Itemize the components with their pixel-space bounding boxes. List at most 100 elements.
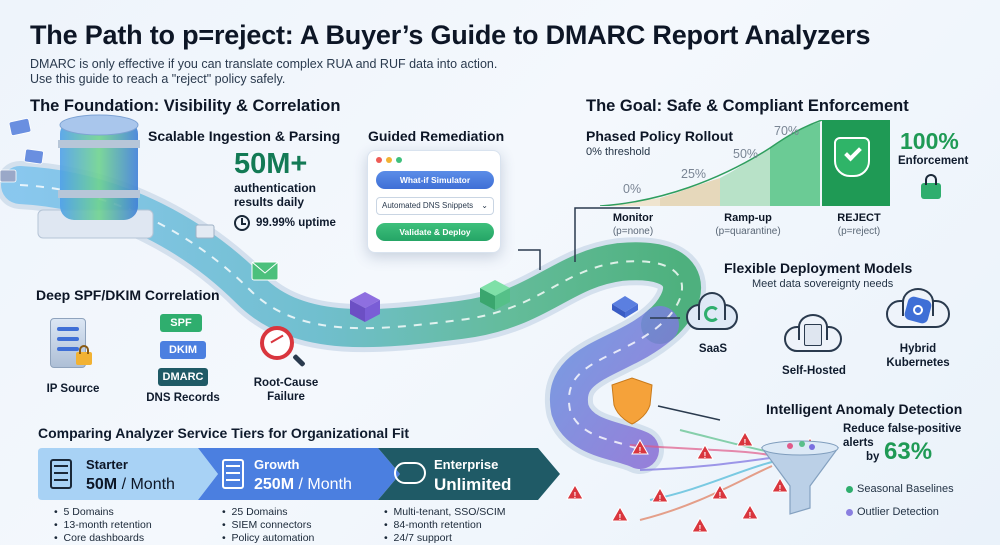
pct-70: 70% [774,124,800,138]
outlier-label: Outlier Detection [857,506,939,518]
foundation-heading: The Foundation: Visibility & Correlation [30,97,341,115]
starter-volume-value: 50M [86,476,118,493]
svg-text:!: ! [749,511,752,520]
growth-name: Growth [254,457,300,472]
growth-feature-3: • Policy automation [222,532,315,544]
page-title: The Path to p=reject: A Buyer’s Guide to… [30,20,871,50]
root-cause-label-1: Root-Cause [253,377,319,389]
threshold-note: 0% threshold [586,146,651,158]
road-illustration: !!! !!! !!! !! [0,114,840,533]
hybrid-cloud-icon [886,288,950,330]
root-cause-label-2: Failure [267,391,305,403]
remediation-card: What-if Simulator Automated DNS Snippets… [367,150,501,253]
dns-snippets-select[interactable]: Automated DNS Snippets ⌄ [376,197,494,215]
growth-volume-unit: / Month [294,476,352,493]
stage-monitor-policy: (p=none) [612,226,654,237]
growth-feature-1: • 25 Domains [222,506,288,518]
magnifier-icon [260,326,306,368]
kubernetes-label: Kubernetes [886,357,950,369]
uptime-label: 99.99% uptime [256,217,336,229]
enterprise-cloud-icon [394,462,426,484]
starter-volume-unit: / Month [117,476,175,493]
seasonal-label: Seasonal Baselines [857,483,954,495]
tiers-heading: Comparing Analyzer Service Tiers for Org… [38,425,410,441]
shield-check-icon [834,137,870,177]
svg-text:!: ! [699,524,702,533]
svg-text:!: ! [574,491,577,500]
svg-text:!: ! [744,438,747,447]
dkim-chip: DKIM [160,341,206,359]
self-hosted-cloud-icon [784,314,842,354]
padlock-icon [76,345,92,365]
hybrid-label: Hybrid [899,343,937,355]
reduce-pct: 63% [884,438,933,465]
seasonal-dot [846,486,853,493]
enforcement-pct: 100% [900,128,959,154]
reduce-by: by [866,451,880,463]
validate-deploy-button[interactable]: Validate & Deploy [376,223,494,241]
window-dots [376,157,402,163]
stage-reject-policy: (p=reject) [837,226,881,237]
goal-heading: The Goal: Safe & Compliant Enforcement [586,97,909,115]
pct-25: 25% [681,167,707,181]
svg-text:!: ! [719,491,722,500]
dmarc-chip: DMARC [158,368,208,386]
growth-volume: 250M / Month [254,476,352,494]
starter-feature-2: • 13-month retention [54,519,152,531]
growth-feature-2: • SIEM connectors [222,519,312,531]
starter-name: Starter [86,457,128,472]
enterprise-volume: Unlimited [434,475,512,494]
correlation-heading: Deep SPF/DKIM Correlation [36,287,220,303]
dns-records-label: DNS Records [146,392,220,404]
ingestion-heading: Scalable Ingestion & Parsing [148,128,341,144]
spf-chip: SPF [160,314,202,332]
enterprise-feature-3: • 24/7 support [384,532,452,544]
ingestion-desc-2: results daily [234,195,305,209]
svg-text:!: ! [619,513,622,522]
saas-label: SaaS [698,343,728,355]
stage-rampup: Ramp-up [724,212,772,224]
ingestion-desc-1: authentication [234,181,317,195]
dns-snippets-select-value: Automated DNS Snippets [382,201,474,210]
stage-monitor: Monitor [612,212,654,224]
starter-feature-1: • 5 Domains [54,506,114,518]
enterprise-feature-2: • 84-month retention [384,519,482,531]
deployment-note: Meet data sovereignty needs [752,278,894,290]
page-subtitle-2: Use this guide to reach a "reject" polic… [30,72,286,86]
enterprise-features: • Multi-tenant, SSO/SCIM • 84-month rete… [384,506,506,545]
page-subtitle: DMARC is only effective if you can trans… [30,57,498,71]
ip-source-label: IP Source [46,383,100,395]
deployment-heading: Flexible Deployment Models [724,260,913,276]
saas-cloud-icon [684,290,740,332]
pct-50: 50% [733,147,759,161]
anomaly-heading: Intelligent Anomaly Detection [766,401,963,417]
svg-text:!: ! [639,446,642,455]
stage-reject: REJECT [837,212,881,224]
outlier-dot [846,509,853,516]
pct-0: 0% [623,182,642,196]
enterprise-feature-1: • Multi-tenant, SSO/SCIM [384,506,506,518]
chevron-down-icon: ⌄ [481,201,488,210]
reduce-line-1: Reduce false-positive [843,423,962,435]
enterprise-name: Enterprise [434,457,499,472]
growth-volume-value: 250M [254,476,295,493]
growth-server-icon [222,459,244,489]
starter-feature-3: • Core dashboards [54,532,145,544]
padlock-green-icon [921,174,941,199]
stage-rampup-policy: (p=quarantine) [715,226,781,237]
tier-arrows [38,448,560,500]
what-if-simulator-button[interactable]: What-if Simulator [376,171,494,189]
enforcement-label: Enforcement [898,155,969,167]
rollout-heading: Phased Policy Rollout [586,128,734,144]
reduce-line-2: alerts [843,437,874,449]
rollout-ramp [600,120,890,206]
svg-text:!: ! [779,484,782,493]
remediation-heading: Guided Remediation [368,128,505,144]
starter-features: • 5 Domains • 13-month retention • Core … [54,506,152,545]
ingestion-big-number: 50M+ [234,148,308,180]
growth-features: • 25 Domains • SIEM connectors • Policy … [222,506,314,545]
clock-icon [234,215,250,231]
self-hosted-label: Self-Hosted [782,365,846,377]
starter-server-icon [50,459,72,489]
svg-text:!: ! [659,494,662,503]
